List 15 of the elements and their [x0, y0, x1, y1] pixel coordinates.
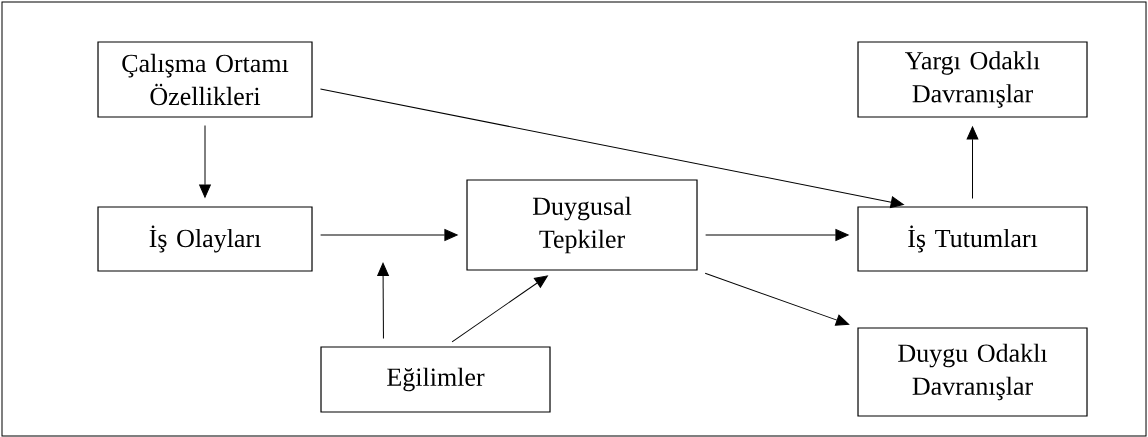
- process-box: Duygu Odaklı Davranışlar: [857, 327, 1088, 417]
- arrow: [377, 262, 389, 339]
- arrow: [320, 229, 458, 241]
- arrow: [319, 88, 904, 208]
- process-box: Yargı Odaklı Davranışlar: [857, 41, 1088, 118]
- arrow: [199, 125, 211, 198]
- arrow: [704, 272, 850, 326]
- process-box: Çalışma Ortamı Özellikleri: [97, 41, 313, 118]
- process-box: İş Tutumları: [857, 206, 1088, 272]
- process-box: Duygusal Tepkiler: [466, 179, 698, 271]
- arrow: [966, 126, 979, 199]
- process-box: İş Olayları: [97, 206, 313, 272]
- process-box: Eğilimler: [320, 346, 551, 413]
- arrow: [451, 275, 548, 343]
- arrow: [705, 229, 849, 241]
